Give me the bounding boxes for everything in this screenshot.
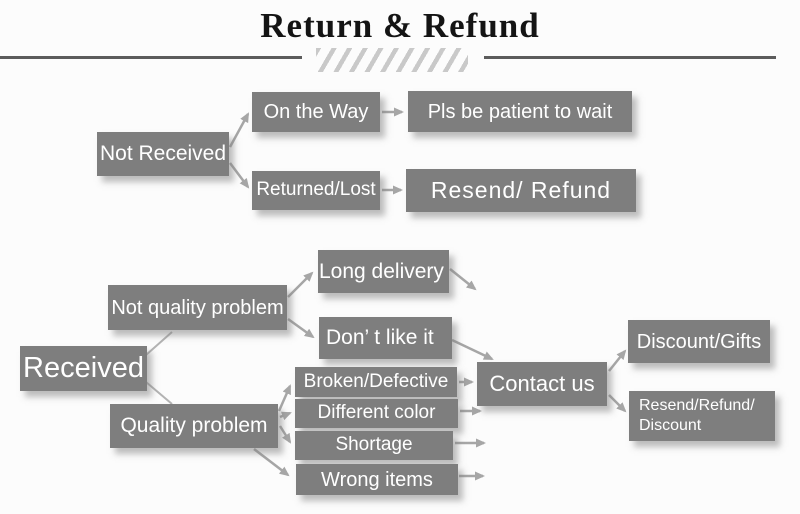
node-resend-refund-discount: Resend/Refund/ Discount bbox=[629, 391, 775, 441]
arrow-not-quality-to-dont-like bbox=[287, 317, 315, 339]
node-pls-be-patient: Pls be patient to wait bbox=[408, 91, 632, 132]
arrow-quality-to-different-color bbox=[279, 411, 292, 421]
hatch-decoration-icon bbox=[316, 48, 468, 72]
arrow-quality-to-broken bbox=[277, 384, 292, 412]
title-rule-left bbox=[0, 56, 302, 59]
node-quality-problem: Quality problem bbox=[110, 404, 278, 448]
node-received: Received bbox=[20, 346, 147, 391]
arrow-not-received-to-on-the-way bbox=[228, 112, 250, 148]
connector-received-to-not-quality bbox=[145, 331, 173, 356]
arrow-long-delivery-out bbox=[449, 268, 477, 291]
node-contact-us: Contact us bbox=[477, 362, 607, 406]
arrow-contact-to-resend-refund-discount bbox=[608, 394, 627, 413]
arrow-contact-to-discount-gifts bbox=[608, 349, 627, 372]
arrow-quality-to-wrong-items bbox=[253, 448, 290, 477]
node-on-the-way: On the Way bbox=[252, 92, 380, 132]
arrow-not-quality-to-long-delivery bbox=[287, 271, 314, 298]
node-resend-refund-discount-line2: Discount bbox=[639, 417, 702, 434]
node-resend-refund: Resend/ Refund bbox=[406, 169, 636, 212]
arrow-dont-like-out bbox=[451, 338, 494, 361]
arrow-quality-to-shortage bbox=[278, 425, 292, 444]
page-title: Return & Refund bbox=[260, 6, 540, 45]
node-different-color: Different color bbox=[295, 399, 458, 428]
node-returned-lost: Returned/Lost bbox=[252, 171, 380, 210]
node-not-received: Not Received bbox=[97, 132, 229, 176]
title-rule-right bbox=[484, 56, 776, 59]
node-resend-refund-discount-line1: Resend/Refund/ bbox=[639, 397, 755, 414]
node-shortage: Shortage bbox=[295, 431, 453, 460]
node-dont-like-it: Don’ t like it bbox=[319, 317, 452, 359]
node-discount-gifts: Discount/Gifts bbox=[628, 320, 770, 363]
node-broken-defective: Broken/Defective bbox=[295, 367, 457, 397]
arrow-not-received-to-returned-lost bbox=[229, 162, 250, 189]
node-not-quality-problem: Not quality problem bbox=[108, 285, 287, 330]
connector-received-to-quality bbox=[145, 381, 173, 405]
node-wrong-items: Wrong items bbox=[296, 464, 458, 495]
node-long-delivery: Long delivery bbox=[318, 250, 449, 293]
